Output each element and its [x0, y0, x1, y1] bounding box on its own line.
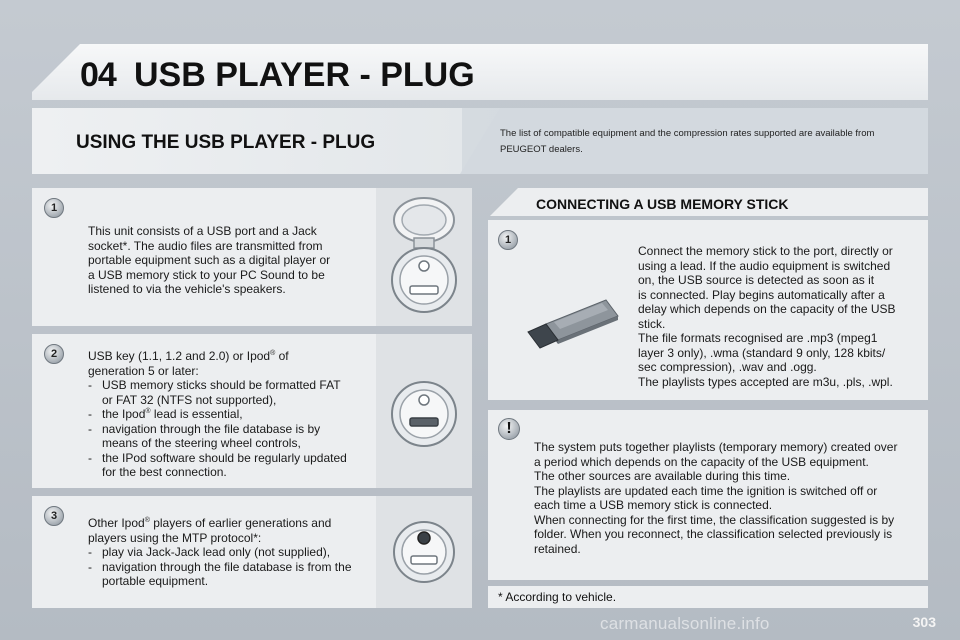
text-line: is connected. Play begins automatically …: [638, 287, 885, 302]
text-line: a USB memory stick to your PC Sound to b…: [88, 267, 325, 282]
connect-header-band: [488, 188, 928, 216]
text-line: This unit consists of a USB port and a J…: [88, 224, 317, 238]
text-line: portable equipment such as a digital pla…: [88, 253, 331, 267]
chapter-title: USB PLAYER - PLUG: [134, 56, 475, 94]
usb-socket-icon: [391, 381, 457, 447]
compat-note-line: The list of compatible equipment and the…: [500, 128, 875, 139]
bullet-continuation: portable equipment.: [102, 574, 209, 588]
chapter-number: 04: [80, 56, 117, 94]
text-line: USB key (1.1, 1.2 and 2.0) or Ipod® of: [88, 349, 289, 363]
usb-port-illustration: [376, 334, 472, 488]
text-line: The playlists are updated each time the …: [534, 483, 878, 498]
text-line: The system puts together playlists (temp…: [534, 440, 898, 454]
compatibility-note: The list of compatible equipment and the…: [500, 126, 910, 158]
jack-cover-illustration: [376, 188, 472, 326]
text-line: generation 5 or later:: [88, 363, 199, 378]
text-line: folder. When you reconnect, the classifi…: [534, 527, 893, 541]
watermark: carmanualsonline.info: [600, 614, 770, 633]
text-line: When connecting for the first time, the …: [534, 512, 895, 527]
panel-footnote: [488, 586, 928, 608]
panel-warning: [488, 410, 928, 580]
panel-usb-key: [32, 334, 472, 488]
bullet-item: -navigation through the file database is…: [88, 421, 321, 436]
footnote: * According to vehicle.: [498, 590, 617, 604]
text-line: on, the USB source is detected as soon a…: [638, 273, 875, 287]
panel-other-ipod: [32, 496, 472, 608]
bullet-continuation: means of the steering wheel controls,: [102, 436, 301, 450]
jack-socket-illustration: [376, 496, 472, 608]
warning-text: The system puts together playlists (temp…: [534, 440, 897, 556]
section-band-right: [460, 108, 928, 174]
text-line: delay which depends on the capacity of t…: [638, 302, 896, 316]
connect-section-title: CONNECTING A USB MEMORY STICK: [536, 196, 789, 212]
bullet-item: -navigation through the file database is…: [88, 559, 352, 574]
compat-note-line: PEUGEOT dealers.: [500, 144, 583, 155]
text-line: using a lead. If the audio equipment is …: [638, 258, 891, 273]
section-title: USING THE USB PLAYER - PLUG: [76, 132, 376, 153]
text-line: The other sources are available during t…: [534, 469, 791, 483]
usb-port-cover-icon: [391, 197, 457, 313]
text-line: each time a USB memory stick is connecte…: [534, 498, 773, 512]
bullet-item: -USB memory sticks should be formatted F…: [88, 378, 341, 392]
text-line: Connect the memory stick to the port, di…: [638, 244, 893, 258]
bullet-item: -the Ipod® lead is essential,: [88, 407, 243, 421]
text-line: retained.: [534, 541, 581, 556]
step-badge-3: 3: [44, 506, 64, 526]
text-line: The playlists types accepted are m3u, .p…: [638, 374, 893, 389]
text-line: a period which depends on the capacity o…: [534, 454, 869, 469]
text-line: stick.: [638, 316, 666, 331]
jack-socket-icon: [393, 521, 455, 583]
step-badge-2: 2: [44, 344, 64, 364]
bullet-continuation: for the best connection.: [102, 465, 227, 479]
warning-icon: !: [498, 418, 520, 440]
text-line: The file formats recognised are .mp3 (mp…: [638, 331, 878, 345]
step-badge-1: 1: [44, 198, 64, 218]
text-line: players using the MTP protocol*:: [88, 530, 262, 545]
text-line: listened to via the vehicle's speakers.: [88, 282, 286, 296]
bullet-continuation: or FAT 32 (NTFS not supported),: [102, 392, 277, 407]
page-number: 303: [912, 614, 936, 630]
panel1-text: This unit consists of a USB port and a J…: [88, 224, 330, 297]
panel2-text: USB key (1.1, 1.2 and 2.0) or Ipod® of g…: [88, 349, 347, 480]
header-band: [32, 44, 928, 100]
bullet-item: -play via Jack-Jack lead only (not suppl…: [88, 545, 331, 559]
panel-usb-unit: [32, 188, 472, 326]
text-line: layer 3 only), .wma (standard 9 only, 12…: [638, 345, 886, 360]
panel-connect-stick: [488, 220, 928, 400]
text-line: Other Ipod® players of earlier generatio…: [88, 516, 332, 530]
bullet-item: -the IPod software should be regularly u…: [88, 450, 347, 465]
usb-stick-icon: [527, 299, 619, 349]
text-line: sec compression), .wav and .ogg.: [638, 360, 817, 374]
connect-text: Connect the memory stick to the port, di…: [638, 244, 896, 389]
connect-step-badge-1: 1: [498, 230, 518, 250]
text-line: socket*. The audio files are transmitted…: [88, 238, 323, 253]
panel3-text: Other Ipod® players of earlier generatio…: [88, 516, 352, 589]
